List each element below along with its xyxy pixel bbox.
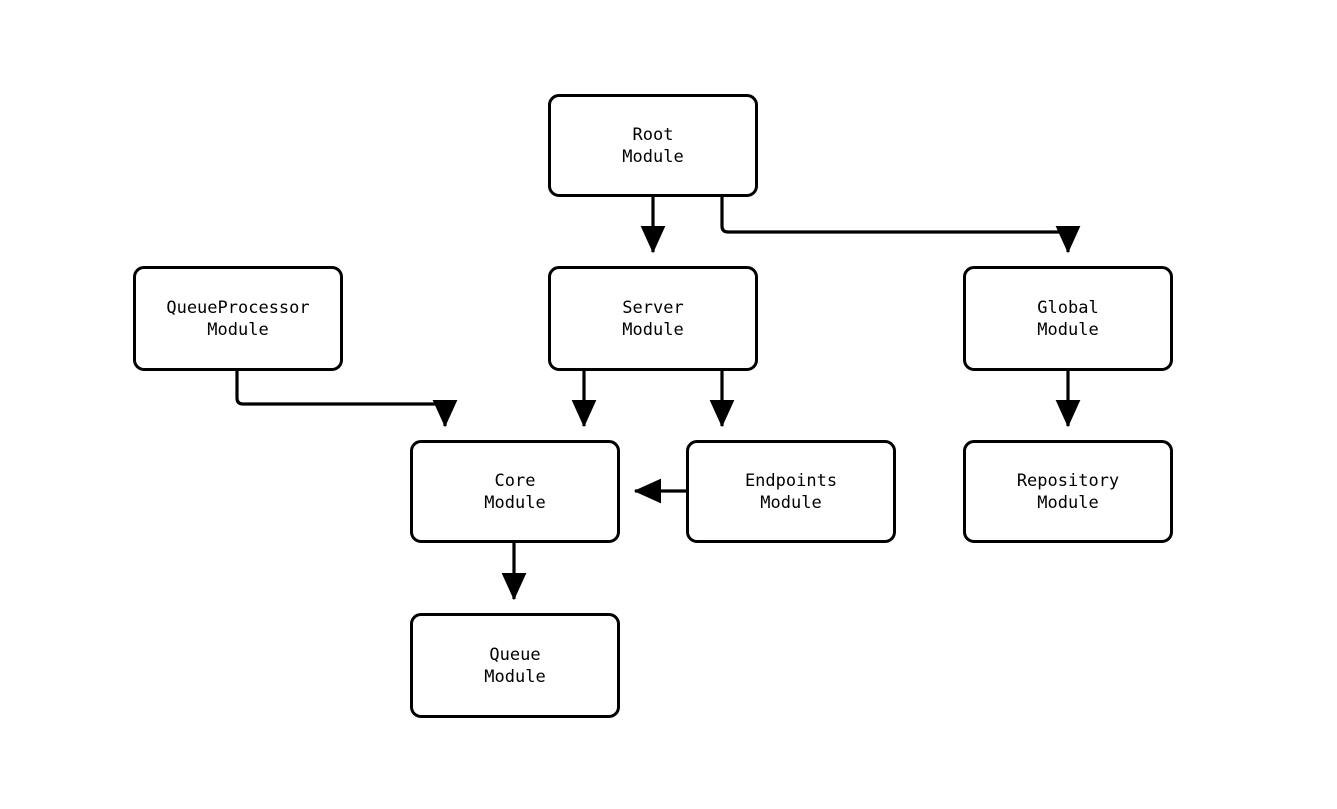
node-label-line2: Module xyxy=(484,666,546,687)
node-endpoints-module[interactable]: Endpoints Module xyxy=(686,440,896,543)
node-repository-module[interactable]: Repository Module xyxy=(963,440,1173,543)
node-label-line1: Queue xyxy=(489,644,541,665)
edge-queueprocessor-to-core xyxy=(235,371,458,428)
node-queueprocessor-module[interactable]: QueueProcessor Module xyxy=(133,266,343,371)
node-label-line1: Core xyxy=(494,470,536,491)
node-label-line1: Server xyxy=(622,297,684,318)
node-queue-module[interactable]: Queue Module xyxy=(410,613,620,718)
node-label-line1: QueueProcessor xyxy=(166,297,310,318)
node-label-line2: Module xyxy=(207,319,269,340)
node-label-line2: Module xyxy=(622,146,684,167)
node-label-line2: Module xyxy=(760,492,822,513)
node-label-line1: Endpoints xyxy=(744,470,838,491)
edge-root-to-global xyxy=(720,197,1081,254)
node-label-line2: Module xyxy=(1037,319,1099,340)
node-root-module[interactable]: Root Module xyxy=(548,94,758,197)
node-core-module[interactable]: Core Module xyxy=(410,440,620,543)
node-label-line1: Repository xyxy=(1016,470,1120,491)
node-server-module[interactable]: Server Module xyxy=(548,266,758,371)
node-global-module[interactable]: Global Module xyxy=(963,266,1173,371)
node-label-line2: Module xyxy=(622,319,684,340)
node-label-line2: Module xyxy=(484,492,546,513)
node-label-line1: Global xyxy=(1037,297,1099,318)
node-label-line2: Module xyxy=(1037,492,1099,513)
node-label-line1: Root xyxy=(632,124,674,145)
